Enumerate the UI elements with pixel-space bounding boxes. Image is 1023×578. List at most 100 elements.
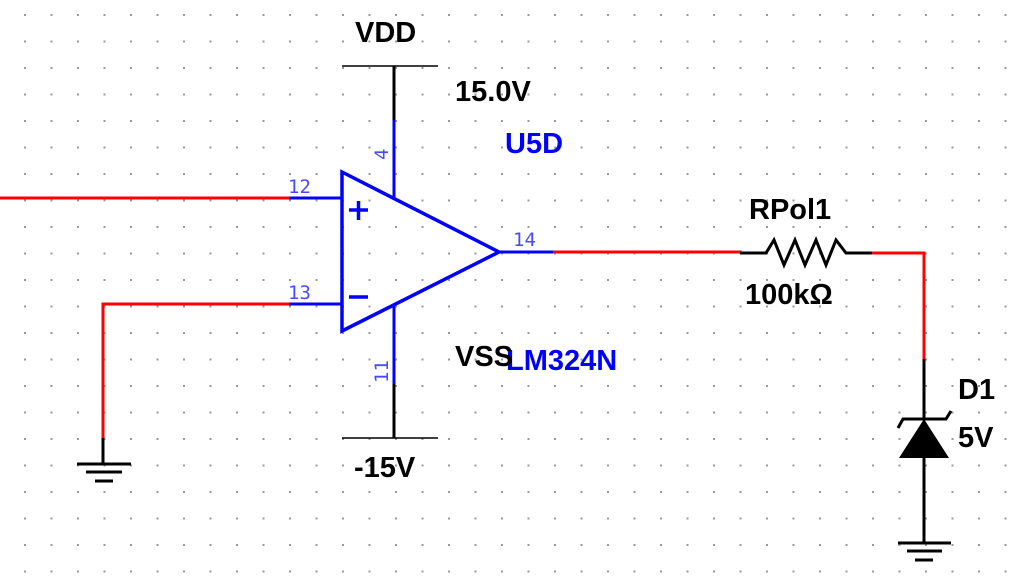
wire-inverting-input-to-ground[interactable] xyxy=(101,302,291,440)
grid-dot xyxy=(1004,491,1007,493)
vss-name: VSS xyxy=(455,341,513,373)
grid-dot xyxy=(792,517,795,520)
grid-dot xyxy=(925,199,927,202)
grid-dot xyxy=(262,332,265,334)
grid-dot xyxy=(1004,120,1007,122)
grid-dot xyxy=(660,517,662,520)
grid-dot xyxy=(819,385,821,387)
pin-label-13: 13 xyxy=(288,282,311,304)
grid-dot xyxy=(103,93,106,96)
grid-dot xyxy=(792,491,795,493)
ground-icon[interactable] xyxy=(77,438,131,483)
grid-dot xyxy=(1004,358,1007,361)
grid-dot xyxy=(925,252,927,255)
resistor-symbol[interactable] xyxy=(740,236,872,270)
grid-dot xyxy=(448,305,450,308)
grid-dot xyxy=(448,332,450,334)
zener-d1[interactable]: D1 5V xyxy=(896,359,995,543)
grid-dot xyxy=(342,464,344,467)
vdd-supply[interactable]: VDD 15.0V xyxy=(342,17,531,120)
grid-dot xyxy=(103,173,106,175)
grid-dot xyxy=(183,40,185,43)
grid-dot xyxy=(421,570,424,573)
grid-dot xyxy=(660,491,662,493)
grid-dot xyxy=(209,570,212,573)
grid-dot xyxy=(209,252,212,255)
grid-dot xyxy=(24,464,26,467)
grid-dot xyxy=(130,438,132,440)
grid-dot xyxy=(77,305,79,308)
resistor-rpol1[interactable]: RPol1 100kΩ xyxy=(740,194,872,311)
grid-dot xyxy=(501,385,503,387)
grid-dot xyxy=(130,517,132,520)
grid-dot xyxy=(262,517,265,520)
grid-dot xyxy=(819,438,821,440)
ground-icon[interactable] xyxy=(898,541,951,562)
grid-dot xyxy=(792,199,795,202)
grid-dot xyxy=(792,332,795,334)
opamp-model[interactable]: LM324N xyxy=(506,345,617,377)
grid-dot xyxy=(501,517,503,520)
vss-supply[interactable]: VSS -15V xyxy=(342,341,513,484)
grid-dot xyxy=(315,279,318,281)
grid-dot xyxy=(978,464,980,467)
grid-dot xyxy=(236,491,238,493)
grid-dot xyxy=(978,67,980,69)
grid-dot xyxy=(77,491,79,493)
opamp-triangle[interactable] xyxy=(340,169,503,334)
grid-dot xyxy=(554,199,556,202)
grid-dot xyxy=(236,93,238,96)
grid-dot xyxy=(633,93,636,96)
grid-dot xyxy=(739,67,742,69)
grid-dot xyxy=(686,411,689,414)
grid-dot xyxy=(448,93,450,96)
grid-dot xyxy=(554,305,556,308)
grid-dot xyxy=(368,226,371,228)
grid-dot xyxy=(342,146,344,149)
grid-dot xyxy=(527,544,530,546)
grid-dot xyxy=(845,146,848,149)
grid-dot xyxy=(713,464,715,467)
grid-dot xyxy=(130,40,132,43)
wire-resistor-to-zener[interactable] xyxy=(870,251,926,361)
opamp-u5d[interactable]: 12 13 14 4 11 U5D LM324N xyxy=(288,120,617,384)
grid-dot xyxy=(342,544,344,546)
grid-dot xyxy=(262,146,265,149)
grid-dot xyxy=(368,332,371,334)
grid-dot xyxy=(845,464,848,467)
grid-dot xyxy=(633,199,636,202)
grid-dot xyxy=(580,199,583,202)
grid-dot xyxy=(474,438,477,440)
grid-dot xyxy=(342,385,344,387)
grid-dot xyxy=(713,305,715,308)
grid-dot xyxy=(77,120,79,122)
grid-dot xyxy=(686,544,689,546)
grid-dot xyxy=(421,14,424,16)
grid-dot xyxy=(978,305,980,308)
grid-dot xyxy=(262,120,265,122)
grid-dot xyxy=(819,93,821,96)
opamp-refdes[interactable]: U5D xyxy=(505,128,563,160)
grid-dot xyxy=(580,332,583,334)
grid-dot xyxy=(978,570,980,573)
grid-dot xyxy=(766,438,768,440)
grid-dot xyxy=(50,544,53,546)
grid-dot xyxy=(395,544,397,546)
grid-dot xyxy=(766,411,768,414)
grid-dot xyxy=(713,226,715,228)
grid-dot xyxy=(130,93,132,96)
grid-dot xyxy=(660,146,662,149)
grid-dot xyxy=(713,199,715,202)
grid-dot xyxy=(607,517,609,520)
grid-dot xyxy=(845,305,848,308)
grid-dot xyxy=(872,358,874,361)
grid-dot xyxy=(156,14,159,16)
grid-dot xyxy=(103,14,106,16)
grid-dot xyxy=(739,570,742,573)
grid-dot xyxy=(686,385,689,387)
grid-dot xyxy=(951,332,954,334)
grid-dot xyxy=(368,279,371,281)
grid-dot xyxy=(739,14,742,16)
grid-dot xyxy=(951,438,954,440)
